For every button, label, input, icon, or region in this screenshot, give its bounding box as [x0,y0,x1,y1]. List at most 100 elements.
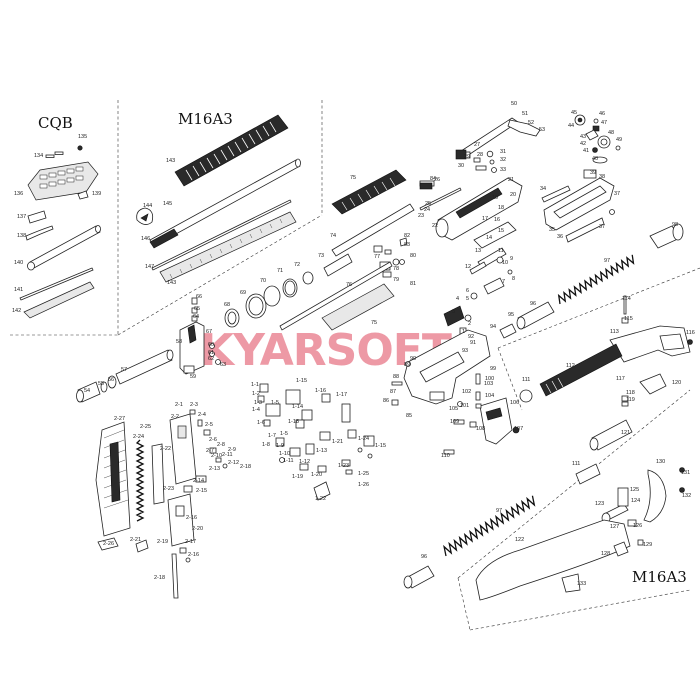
part-number-label: 1-22 [315,496,326,502]
part-number-label: 132 [682,493,691,499]
part-number-label: 27 [474,142,480,148]
part-number-label: 67 [206,329,212,335]
part-number-label: 81 [410,281,416,287]
part-number-label: 2-4 [198,412,206,418]
part-number-label: 8 [512,276,515,282]
part-number-label: 1-9 [276,443,284,449]
part-number-label: 2 [468,321,471,327]
part-number-label: 6 [466,288,469,294]
part-number-label: 54 [84,388,90,394]
part-number-label: 2-22 [160,446,171,452]
part-number-label: 42 [580,141,586,147]
part-number-label: 47 [601,120,607,126]
part-number-label: 36 [557,234,563,240]
part-number-label: 57 [121,367,127,373]
part-number-label: 20 [510,192,516,198]
part-number-label: 2-19 [157,539,168,545]
part-number-label: 101 [460,403,469,409]
part-number-label: 93 [462,348,468,354]
part-number-label: 111 [572,461,580,467]
part-number-label: 126 [633,523,642,529]
cqb-parts [19,145,101,319]
part-number-label: 133 [577,581,586,587]
part-number-label: 140 [14,260,23,266]
part-number-label: 2-11 [222,452,233,458]
part-number-label: 72 [294,262,300,268]
part-number-label: 56 [108,377,114,383]
part-number-label: 35 [549,227,555,233]
part-number-label: 68 [224,302,230,308]
part-number-label: 37 [614,191,620,197]
part-number-label: 5 [466,296,469,302]
part-number-label: 96 [421,554,427,560]
part-number-label: 1-23 [338,463,349,469]
section-label-cqb: CQB [38,114,73,132]
part-number-label: 1-24 [358,436,369,442]
part-number-label: 62 [208,356,214,362]
section-label-m16a3-top: M16A3 [178,110,233,128]
part-number-label: 71 [277,268,283,274]
part-number-label: 97 [604,258,610,264]
part-number-label: 1-19 [292,474,303,480]
part-number-label: 102 [462,389,471,395]
part-number-label: 1-6 [257,420,265,426]
part-number-label: 97 [496,508,502,514]
part-number-label: 29 [464,154,470,160]
m16a3-barrel-assembly [224,169,435,331]
part-number-label: 28 [477,152,483,158]
part-number-label: 141 [14,287,23,293]
part-number-label: 44 [568,123,574,129]
part-number-label: 84 [430,176,436,182]
part-number-label: 1-5 [271,400,279,406]
part-number-label: 110 [441,453,450,459]
part-number-label: 1-17 [336,392,347,398]
part-number-label: 146 [141,236,150,242]
part-number-label: 119 [626,397,635,403]
part-number-label: 143 [167,280,176,286]
part-number-label: 128 [601,551,610,557]
part-number-label: 7 [502,279,505,285]
part-number-label: 2-26 [103,541,114,547]
part-number-label: 11 [498,248,504,254]
part-number-label: 1-4 [252,407,260,413]
part-number-label: 2-6 [209,437,217,443]
part-number-label: 41 [583,148,589,154]
part-number-label: 87 [390,389,396,395]
part-number-label: 92 [468,334,474,340]
part-number-label: 17 [482,216,488,222]
part-number-label: 2-9 [228,447,236,453]
recoil-springs [403,223,684,589]
adjustable-stock-parts [519,295,693,407]
part-number-label: 3 [452,309,455,315]
part-number-label: 9 [510,256,513,262]
part-number-label: 138 [17,233,26,239]
part-number-label: 64 [193,314,199,320]
part-number-label: 34 [540,186,546,192]
part-number-label: 103 [484,381,493,387]
part-number-label: 55 [98,381,104,387]
part-number-label: 2-20 [192,526,203,532]
part-number-label: 2-2 [171,414,179,420]
part-number-label: 63 [220,362,226,368]
part-number-label: 80 [410,253,416,259]
part-number-label: 70 [260,278,266,284]
part-number-label: 2-7 [206,448,214,454]
part-number-label: 124 [631,498,640,504]
part-number-label: 66 [196,294,202,300]
m16a3-handguard-parts [136,114,301,283]
part-number-label: 123 [595,501,604,507]
part-number-label: 113 [610,329,619,335]
part-number-label: 125 [630,487,639,493]
part-number-label: 79 [393,277,399,283]
part-number-label: 144 [143,203,152,209]
part-number-label: 143 [166,158,175,164]
part-number-label: 1-10 [279,451,290,457]
part-number-label: 1-8 [262,442,270,448]
part-number-label: 1-1 [251,382,259,388]
part-number-label: 22 [432,223,438,229]
part-number-label: 89 [404,362,410,368]
part-number-label: 65 [194,306,200,312]
part-number-label: 130 [656,459,665,465]
